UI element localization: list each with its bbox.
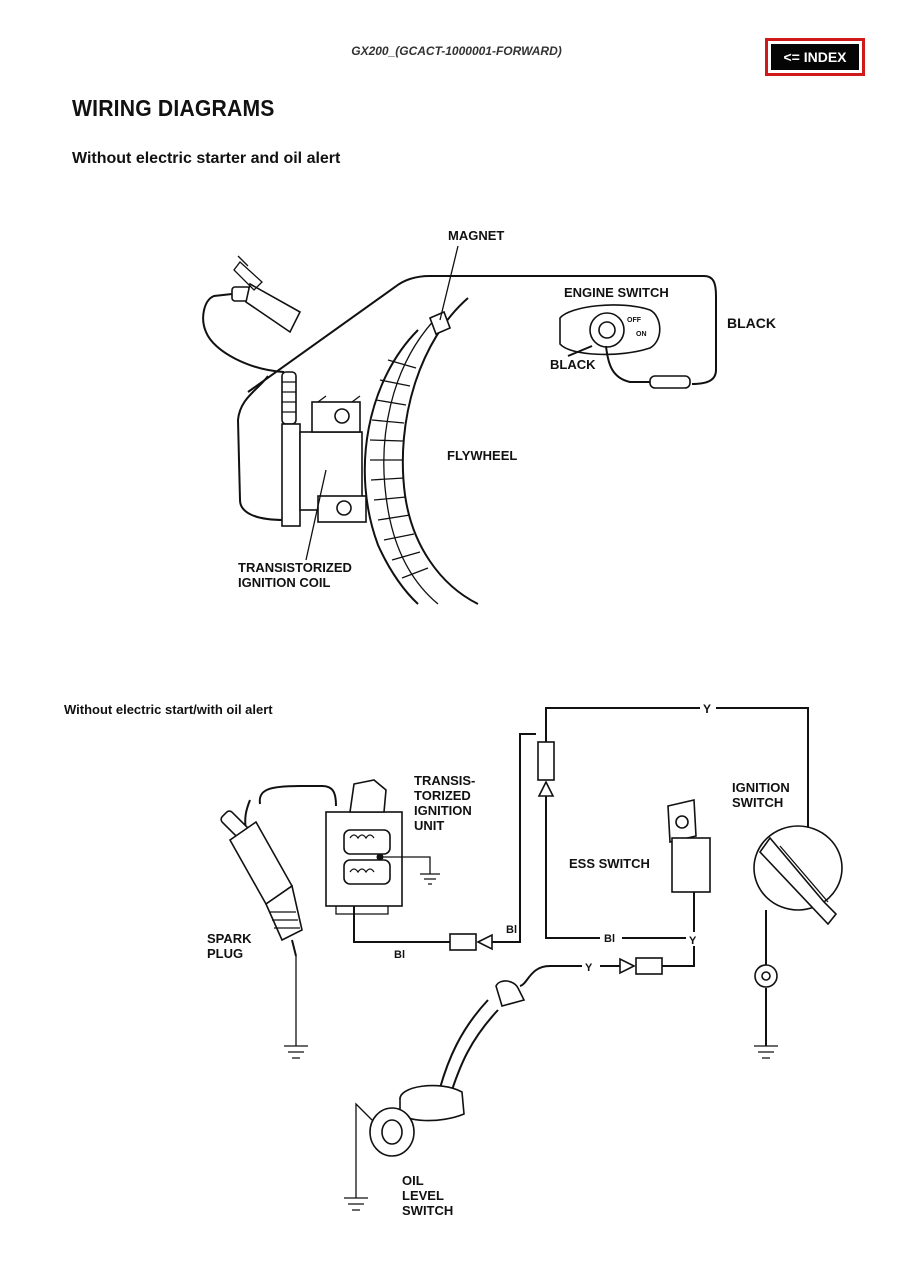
spark-plug-cap — [231, 255, 302, 334]
magnet — [428, 310, 452, 336]
flywheel-label: FLYWHEEL — [447, 448, 517, 463]
wire-label-bl-mid: Bl — [604, 933, 615, 945]
document-header: GX200_(GCACT-1000001-FORWARD) — [351, 44, 562, 58]
engine-switch — [559, 304, 691, 389]
oil-switch-label-line1: OIL — [402, 1173, 424, 1188]
wire-label-bl-connector: Bl — [506, 924, 517, 936]
flywheel — [363, 297, 479, 605]
oil-switch-label-line2: LEVEL — [402, 1188, 444, 1203]
unit-label-line3: IGNITION — [414, 803, 472, 818]
black-wire-label-right: BLACK — [727, 315, 776, 331]
wire-label-y-top: Y — [703, 702, 711, 716]
ess-switch — [667, 799, 711, 893]
unit-label-line2: TORIZED — [414, 788, 471, 803]
spark-plug — [220, 810, 303, 957]
spark-plug-label-line2: PLUG — [207, 946, 243, 961]
magnet-label: MAGNET — [448, 228, 504, 243]
coil-label-line1: TRANSISTORIZED — [238, 560, 352, 575]
coil-label-line2: IGNITION COIL — [238, 575, 331, 590]
spark-plug-label-line1: SPARK — [207, 931, 252, 946]
black-wire-label-left: BLACK — [550, 357, 596, 372]
unit-label-line1: TRANSIS- — [414, 773, 475, 788]
page-title: WIRING DIAGRAMS — [72, 95, 275, 121]
section2-subtitle: Without electric start/with oil alert — [64, 702, 273, 717]
section1-subtitle: Without electric starter and oil alert — [72, 150, 341, 167]
wire-label-bl-bottom: Bl — [394, 949, 405, 961]
ignition-coil — [281, 371, 367, 527]
unit-label-line4: UNIT — [414, 818, 444, 833]
engine-switch-label: ENGINE SWITCH — [564, 285, 669, 300]
ignition-switch — [753, 825, 843, 1059]
wire-label-y-low: Y — [585, 962, 593, 974]
oil-level-switch — [344, 980, 526, 1211]
ess-switch-label: ESS SWITCH — [569, 856, 650, 871]
switch-off-label: OFF — [627, 317, 642, 324]
index-button-label: <= INDEX — [771, 44, 859, 70]
wire-label-y-right: Y — [689, 935, 697, 947]
oil-switch-label-line3: SWITCH — [402, 1203, 453, 1218]
switch-on-label: ON — [636, 331, 647, 338]
diagram1-wiring — [202, 245, 717, 605]
index-button[interactable]: <= INDEX — [765, 38, 865, 76]
ignition-switch-label-line1: IGNITION — [732, 780, 790, 795]
ignition-switch-label-line2: SWITCH — [732, 795, 783, 810]
ignition-unit — [325, 779, 440, 915]
